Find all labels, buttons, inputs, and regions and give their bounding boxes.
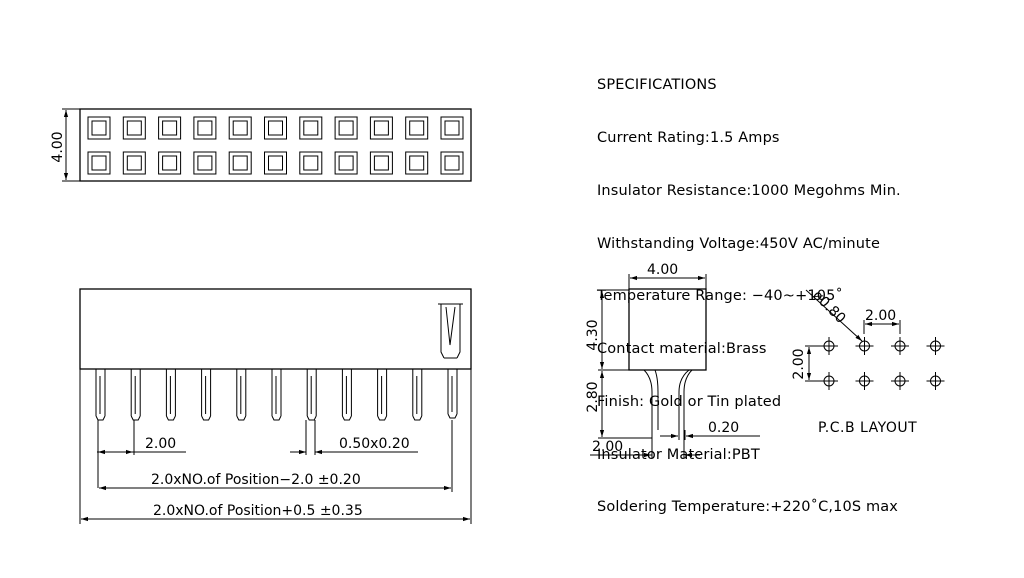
contact-outer	[158, 116, 182, 140]
contact-outer	[334, 116, 358, 140]
pcb-pitch-x-label: 2.00	[865, 308, 896, 324]
pin	[447, 369, 458, 419]
contact-outer	[299, 116, 323, 140]
contact-inner	[373, 120, 389, 136]
contact-outer	[440, 116, 464, 140]
pin	[412, 369, 423, 421]
side-width-label: 4.00	[647, 262, 678, 278]
contact-outer	[299, 151, 323, 175]
contact-inner	[91, 120, 107, 136]
spec-line: Soldering Temperature:+220˚C,10S max	[597, 499, 899, 516]
contact-inner	[409, 155, 425, 171]
contact-outer	[369, 151, 393, 175]
contact-inner	[91, 155, 107, 171]
top-view	[62, 108, 472, 182]
contact-outer	[264, 116, 287, 140]
contact-outer	[405, 116, 429, 140]
pin	[165, 369, 176, 421]
pin	[377, 369, 388, 421]
contact-inner	[338, 155, 354, 171]
contact-outer	[369, 116, 393, 140]
contact-outer	[228, 151, 252, 175]
pcb-holes	[820, 337, 945, 390]
specifications-title: SPECIFICATIONS	[597, 77, 717, 94]
contact-inner	[232, 155, 248, 171]
front-view	[79, 288, 472, 524]
top-view-contacts	[87, 116, 464, 175]
top-view-body	[79, 108, 472, 182]
contact-outer	[122, 151, 146, 175]
front-latch	[438, 303, 463, 359]
spec-line: Withstanding Voltage:450V AC/minute	[597, 235, 881, 252]
pcb-layout	[805, 289, 945, 390]
pin	[236, 369, 247, 421]
contact-inner	[162, 120, 178, 136]
spec-line: Temperature Range: −40~+105˚	[597, 288, 843, 305]
pin	[130, 369, 141, 421]
side-pitch-label: 2.00	[592, 439, 623, 455]
top-height-label: 4.00	[50, 131, 66, 162]
contact-inner	[126, 155, 142, 171]
pin	[201, 369, 212, 421]
contact-outer	[87, 151, 111, 175]
contact-outer	[334, 151, 358, 175]
contact-outer	[122, 116, 146, 140]
contact-outer	[228, 116, 252, 140]
pin	[95, 369, 106, 421]
span-body-label: 2.0xNO.of Position+0.5 ±0.35	[153, 503, 363, 519]
spec-line: Contact material:Brass	[597, 341, 767, 358]
front-view-body	[79, 288, 472, 370]
contact-inner	[303, 120, 319, 136]
contact-inner	[444, 120, 460, 136]
spec-line: Insulator Resistance:1000 Megohms Min.	[597, 182, 901, 199]
side-pin-length-label: 2.80	[585, 381, 601, 412]
pin-size-label: 0.50x0.20	[339, 436, 410, 452]
contact-outer	[405, 151, 429, 175]
spec-line: Insulator Material:PBT	[597, 446, 760, 463]
contact-outer	[158, 151, 182, 175]
contact-inner	[126, 120, 142, 136]
contact-inner	[197, 155, 213, 171]
contact-inner	[444, 155, 460, 171]
contact-outer	[193, 116, 217, 140]
contact-outer	[264, 151, 287, 175]
span-pins-label: 2.0xNO.of Position−2.0 ±0.20	[151, 472, 361, 488]
contact-inner	[338, 120, 354, 136]
contact-inner	[268, 155, 283, 171]
contact-outer	[440, 151, 464, 175]
pcb-pitch-y-label: 2.00	[791, 348, 807, 379]
side-view-body	[628, 288, 707, 371]
contact-inner	[232, 120, 248, 136]
pin	[341, 369, 352, 421]
pin	[306, 369, 317, 421]
pitch-label: 2.00	[145, 436, 176, 452]
front-view-pins	[95, 369, 458, 421]
contact-inner	[197, 120, 213, 136]
side-view	[590, 274, 760, 458]
spec-line: Finish: Gold or Tin plated	[597, 393, 782, 410]
pin	[271, 369, 282, 421]
specifications-block: SPECIFICATIONS Current Rating:1.5 Amps I…	[597, 42, 901, 535]
pcb-layout-label: P.C.B LAYOUT	[818, 420, 917, 436]
contact-outer	[193, 151, 217, 175]
contact-outer	[87, 116, 111, 140]
contact-inner	[268, 120, 283, 136]
side-body-height-label: 4.30	[585, 319, 601, 350]
contact-inner	[162, 155, 178, 171]
spec-line: Current Rating:1.5 Amps	[597, 129, 780, 146]
contact-inner	[409, 120, 425, 136]
contact-inner	[303, 155, 319, 171]
contact-inner	[373, 155, 389, 171]
side-thickness-label: 0.20	[708, 420, 739, 436]
